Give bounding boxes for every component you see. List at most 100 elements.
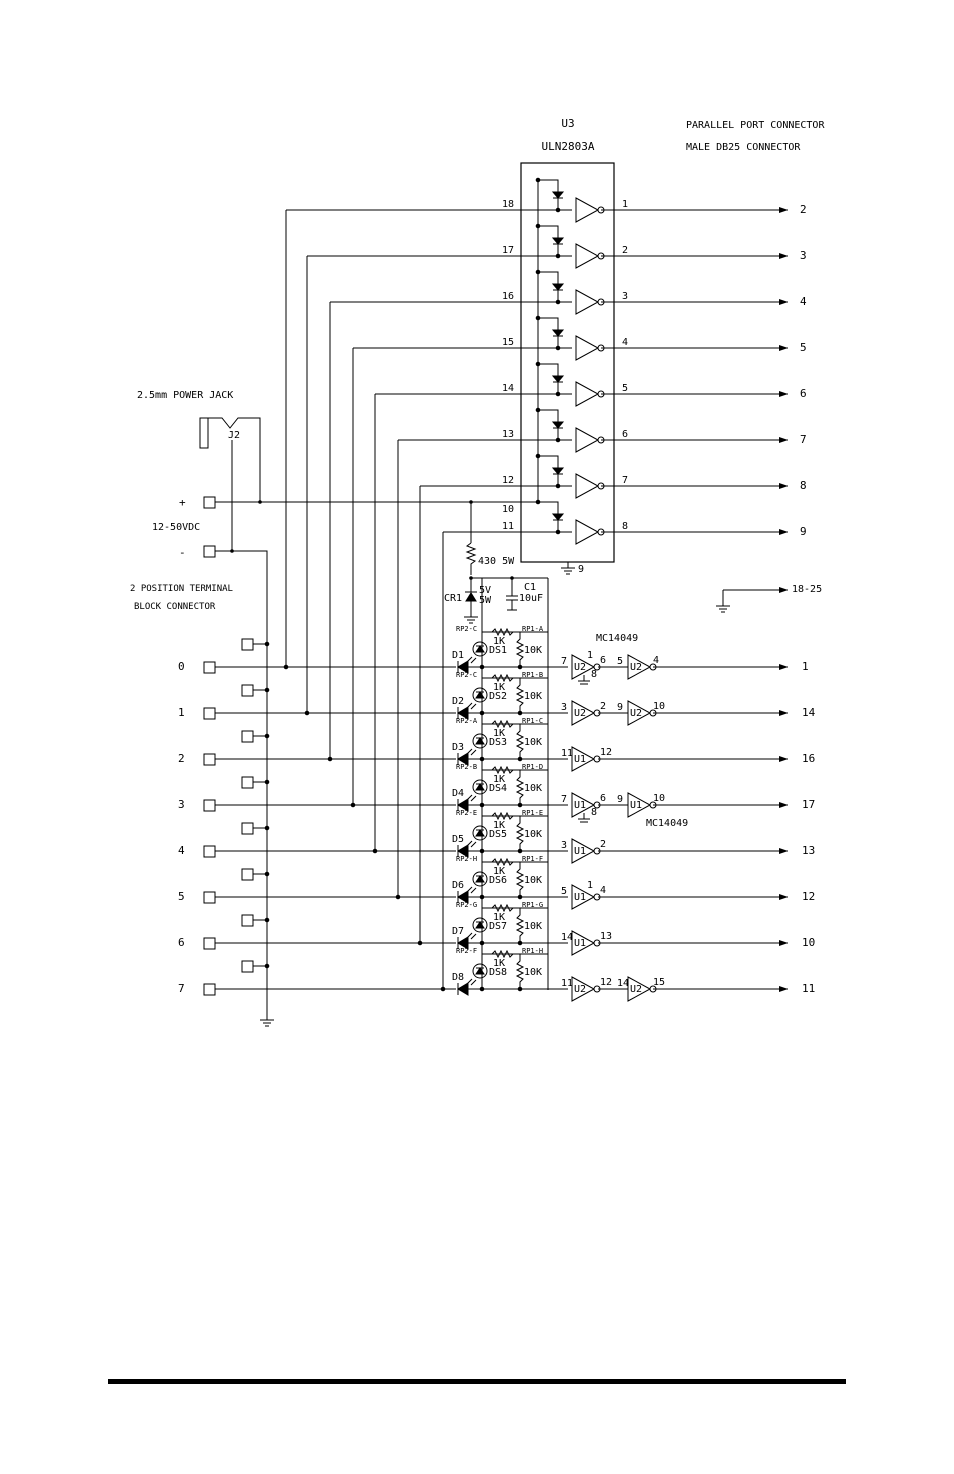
plus-label: + [179, 496, 186, 509]
junction [555, 391, 561, 397]
rp2-resistor [491, 857, 514, 867]
gate2-ref: U1 [630, 800, 642, 811]
uln-pin-out: 1 [622, 199, 628, 210]
input-diode [457, 982, 469, 996]
junction [479, 710, 485, 716]
uln-pin-out: 6 [622, 429, 628, 440]
gate1-pin-in: 3 [561, 702, 567, 713]
junction [350, 802, 356, 808]
ground-terminals [241, 638, 270, 973]
ground-bus [215, 550, 268, 1020]
gate2-pin-out: 10 [653, 701, 665, 712]
rp2-ref: RP2-F [456, 947, 477, 955]
uln-pin-out: 2 [622, 245, 628, 256]
junction [535, 177, 541, 183]
led-rays [466, 978, 477, 986]
uln-pin-in: 11 [502, 521, 514, 532]
rp2-ref: RP2-H [456, 855, 477, 863]
rp1-value: 10K [524, 783, 542, 794]
footer-rule [108, 1379, 846, 1384]
led-diode [475, 737, 485, 745]
u3-ground [561, 562, 575, 575]
input-diode-ref: D5 [452, 834, 464, 845]
cmos-gate-1 [571, 700, 596, 726]
led-diode [475, 921, 485, 929]
junction [395, 894, 401, 900]
input-number: 5 [178, 890, 185, 903]
gate1-pin-out: 2 [600, 701, 606, 712]
rp1-resistor [515, 632, 525, 667]
power-jack-symbol [199, 417, 261, 550]
gate1-pin-out: 2 [600, 839, 606, 850]
gate1-ref: U2 [574, 984, 586, 995]
ground-terminal [241, 868, 254, 881]
plus-terminal [203, 496, 216, 509]
clamp-wire [538, 225, 559, 256]
gate1-pin-out: 4 [600, 885, 606, 896]
db25-input-pin: 10 [802, 936, 815, 949]
junction [264, 871, 270, 877]
com-pin-label: 10 [502, 504, 514, 515]
clamp-diode [551, 283, 565, 291]
db25-ground-pins: 18-25 [792, 584, 822, 595]
input-terminal [203, 753, 216, 766]
uln-pin-out: 8 [622, 521, 628, 532]
junction [535, 223, 541, 229]
gate1-pin-out: 6 [600, 793, 606, 804]
gate2-pin-out: 10 [653, 793, 665, 804]
uln-pin-out: 3 [622, 291, 628, 302]
junction [327, 756, 333, 762]
ground-terminal [241, 638, 254, 651]
db25-ground [716, 587, 788, 613]
db25-pin: 9 [800, 525, 807, 538]
junction [479, 664, 485, 670]
rp2-ref: RP2-G [456, 901, 477, 909]
clamp-wire [538, 271, 559, 302]
led-ref: DS6 [489, 875, 507, 886]
led-diode [475, 829, 485, 837]
db25-input-pin: 11 [802, 982, 815, 995]
gate1-pin-in: 7 [561, 794, 567, 805]
cmos-gate-1 [571, 930, 596, 956]
gate1-ref: U1 [574, 754, 586, 765]
cmos-gate-1 [571, 792, 596, 818]
input-number: 6 [178, 936, 185, 949]
input-number: 3 [178, 798, 185, 811]
input-diode-ref: D1 [452, 650, 464, 661]
junction [372, 848, 378, 854]
led-rays [466, 840, 477, 848]
rp2-resistor [491, 811, 514, 821]
junction [264, 917, 270, 923]
u3-gnd-pin: 9 [578, 564, 584, 575]
rp1-resistor [515, 862, 525, 897]
zener-watt: 5W [479, 595, 492, 606]
junction [555, 299, 561, 305]
led-ref: DS1 [489, 645, 507, 656]
gate2-pin-out: 4 [653, 655, 659, 666]
junction [304, 710, 310, 716]
darlington-driver [575, 335, 600, 361]
gate-ground [578, 813, 590, 823]
rp2-resistor [491, 673, 514, 683]
junction [555, 483, 561, 489]
ground-terminal [241, 960, 254, 973]
clamp-diode [551, 375, 565, 383]
rp1-resistor [515, 724, 525, 759]
gate2-ref: U2 [630, 708, 642, 719]
junction [535, 453, 541, 459]
power-jack-label: 2.5mm POWER JACK [137, 390, 233, 401]
rp1-ref: RP1-E [522, 809, 543, 817]
darlington-driver [575, 381, 600, 407]
input-number: 1 [178, 706, 185, 719]
darlington-driver [575, 427, 600, 453]
junction [535, 407, 541, 413]
clamp-diode [551, 329, 565, 337]
gate2-ref: U2 [630, 984, 642, 995]
db25-pin: 2 [800, 203, 807, 216]
